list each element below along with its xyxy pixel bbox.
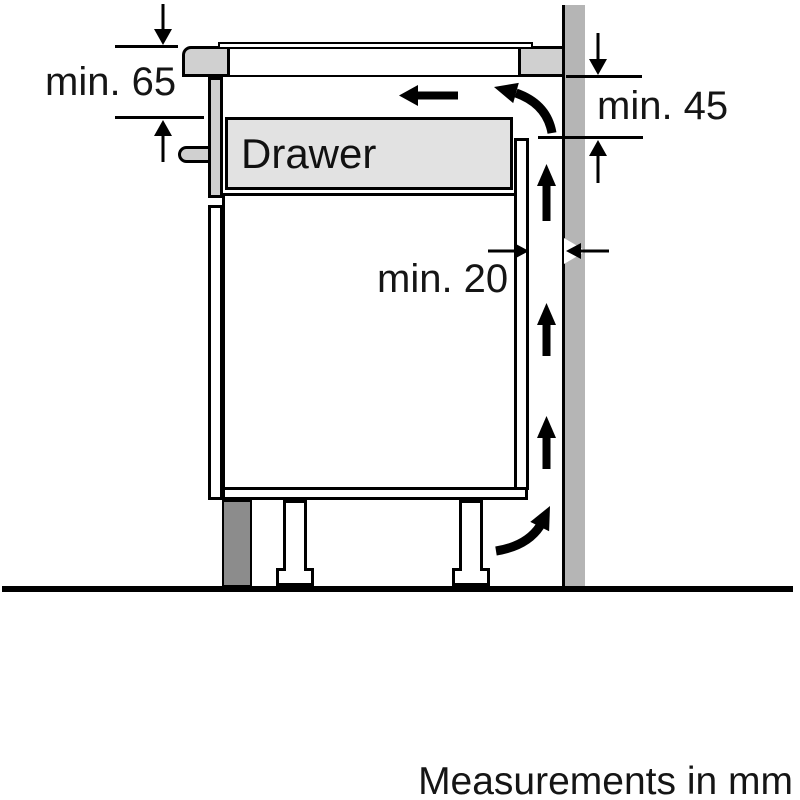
airflow-left-arrow-icon	[399, 85, 418, 106]
hob-left-cap	[182, 46, 230, 77]
cabinet-side-panel	[514, 138, 529, 490]
hob-right-cap	[518, 46, 565, 77]
wall	[562, 5, 585, 587]
left-leg-stem	[283, 500, 307, 571]
measurements-unit-label: Measurements in mm	[418, 760, 793, 800]
airflow-curve-top-head	[494, 82, 519, 104]
airflow-up-arrow-1-shaft	[542, 186, 551, 221]
plinth-panel	[222, 500, 252, 587]
airflow-up-arrow-3-icon	[537, 416, 556, 438]
min45-up-arrow-icon	[589, 140, 607, 156]
airflow-up-arrow-1-icon	[537, 164, 556, 186]
airflow-curve-top-icon	[514, 88, 557, 134]
airflow-curve-bottom-head	[530, 506, 550, 532]
hob-mounting-strip	[208, 77, 223, 198]
airflow-left-arrow-shaft	[418, 91, 458, 100]
min65-down-arrow-icon	[154, 29, 172, 45]
floor-line	[2, 586, 793, 592]
right-leg-stem	[459, 500, 483, 571]
min45-down-arrow-icon	[589, 59, 607, 75]
cabinet-front-panel	[208, 205, 223, 500]
min45-label: min. 45	[597, 84, 729, 128]
min65-label: min. 65	[45, 60, 177, 104]
airflow-curve-bottom-icon	[495, 523, 544, 556]
fixing-pin	[178, 146, 211, 163]
drawer-box: Drawer	[225, 117, 513, 190]
hob-glass-top	[218, 42, 533, 49]
cabinet-box	[222, 193, 528, 500]
airflow-up-arrow-3-shaft	[542, 438, 551, 469]
cabinet-bottom-panel-line	[224, 487, 516, 490]
airflow-up-arrow-2-icon	[537, 303, 556, 325]
drawer-label: Drawer	[241, 129, 377, 177]
airflow-up-arrow-2-shaft	[542, 325, 551, 356]
min20-label: min. 20	[377, 257, 509, 301]
hob-body	[228, 47, 520, 77]
min65-up-arrow-icon	[154, 120, 172, 136]
